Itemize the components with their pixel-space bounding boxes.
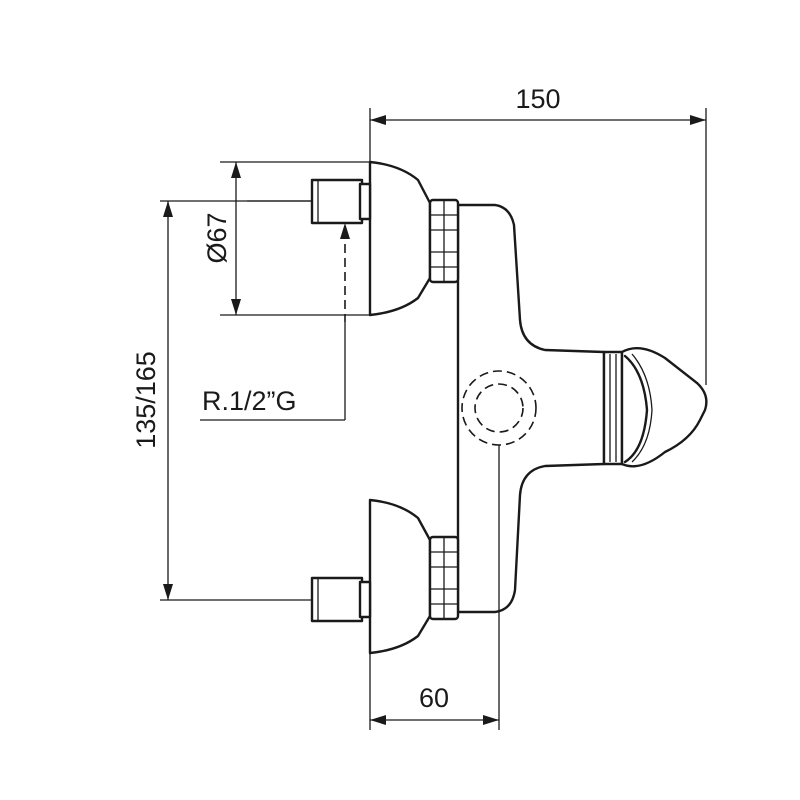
dimension-centers-label: 135/165: [131, 351, 161, 449]
thread-callout: [200, 200, 350, 421]
dimension-60-label: 60: [419, 683, 449, 713]
dimension-150-label: 150: [515, 84, 560, 114]
mixer-body: [456, 203, 606, 614]
thread-label: R.1/2”G: [202, 386, 297, 416]
lower-connection: [310, 498, 460, 655]
dimension-inlet-centers: [160, 200, 312, 601]
dimension-overall-width: [369, 108, 707, 385]
upper-connection: [310, 160, 460, 317]
lever-handle: [602, 346, 708, 468]
dimension-outlet-depth: [369, 445, 500, 730]
dimension-inlet-diameter: [220, 161, 370, 316]
dimension-diameter-label: Ø67: [202, 212, 232, 263]
